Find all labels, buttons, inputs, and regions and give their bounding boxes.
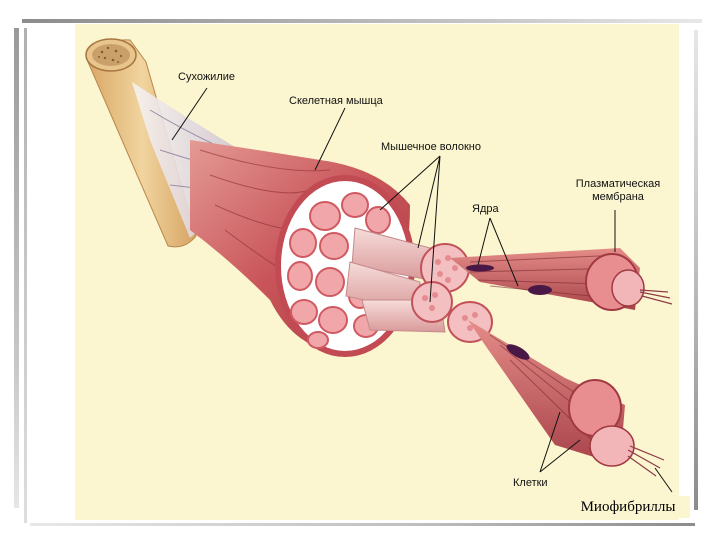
- label-cells: Клетки: [513, 477, 548, 489]
- lower-muscle-cell: [468, 320, 665, 477]
- frame-bar-left-inner: [24, 28, 27, 523]
- label-skeletal-muscle: Скелетная мышца: [289, 95, 383, 107]
- leader-lines: [171, 87, 673, 493]
- label-plasma-membrane: Плазматическая мембрана: [562, 178, 674, 204]
- frame-bar-right: [694, 30, 698, 510]
- label-nuclei: Ядра: [472, 203, 499, 215]
- frame-bar-top: [22, 19, 702, 23]
- leader-line-muscle-fiber: [379, 155, 441, 303]
- leader-line-nuclei: [477, 217, 519, 287]
- leader-line-tendon: [171, 87, 208, 141]
- label-tendon: Сухожилие: [178, 71, 235, 83]
- label-plasma-membrane-line1: Плазматическая: [575, 178, 661, 190]
- label-plasma-membrane-line2: мембрана: [592, 191, 644, 203]
- frame-bar-bottom: [30, 523, 695, 526]
- leader-line-skeletal-muscle: [314, 107, 346, 171]
- leader-line-cells: [539, 411, 581, 473]
- label-muscle-fiber: Мышечное волокно: [381, 141, 482, 153]
- caption-myofibrils: Миофибриллы: [566, 496, 690, 518]
- frame-bar-left: [14, 28, 19, 508]
- leader-line-myofibrils: [654, 467, 673, 493]
- upper-muscle-cell: [450, 248, 673, 311]
